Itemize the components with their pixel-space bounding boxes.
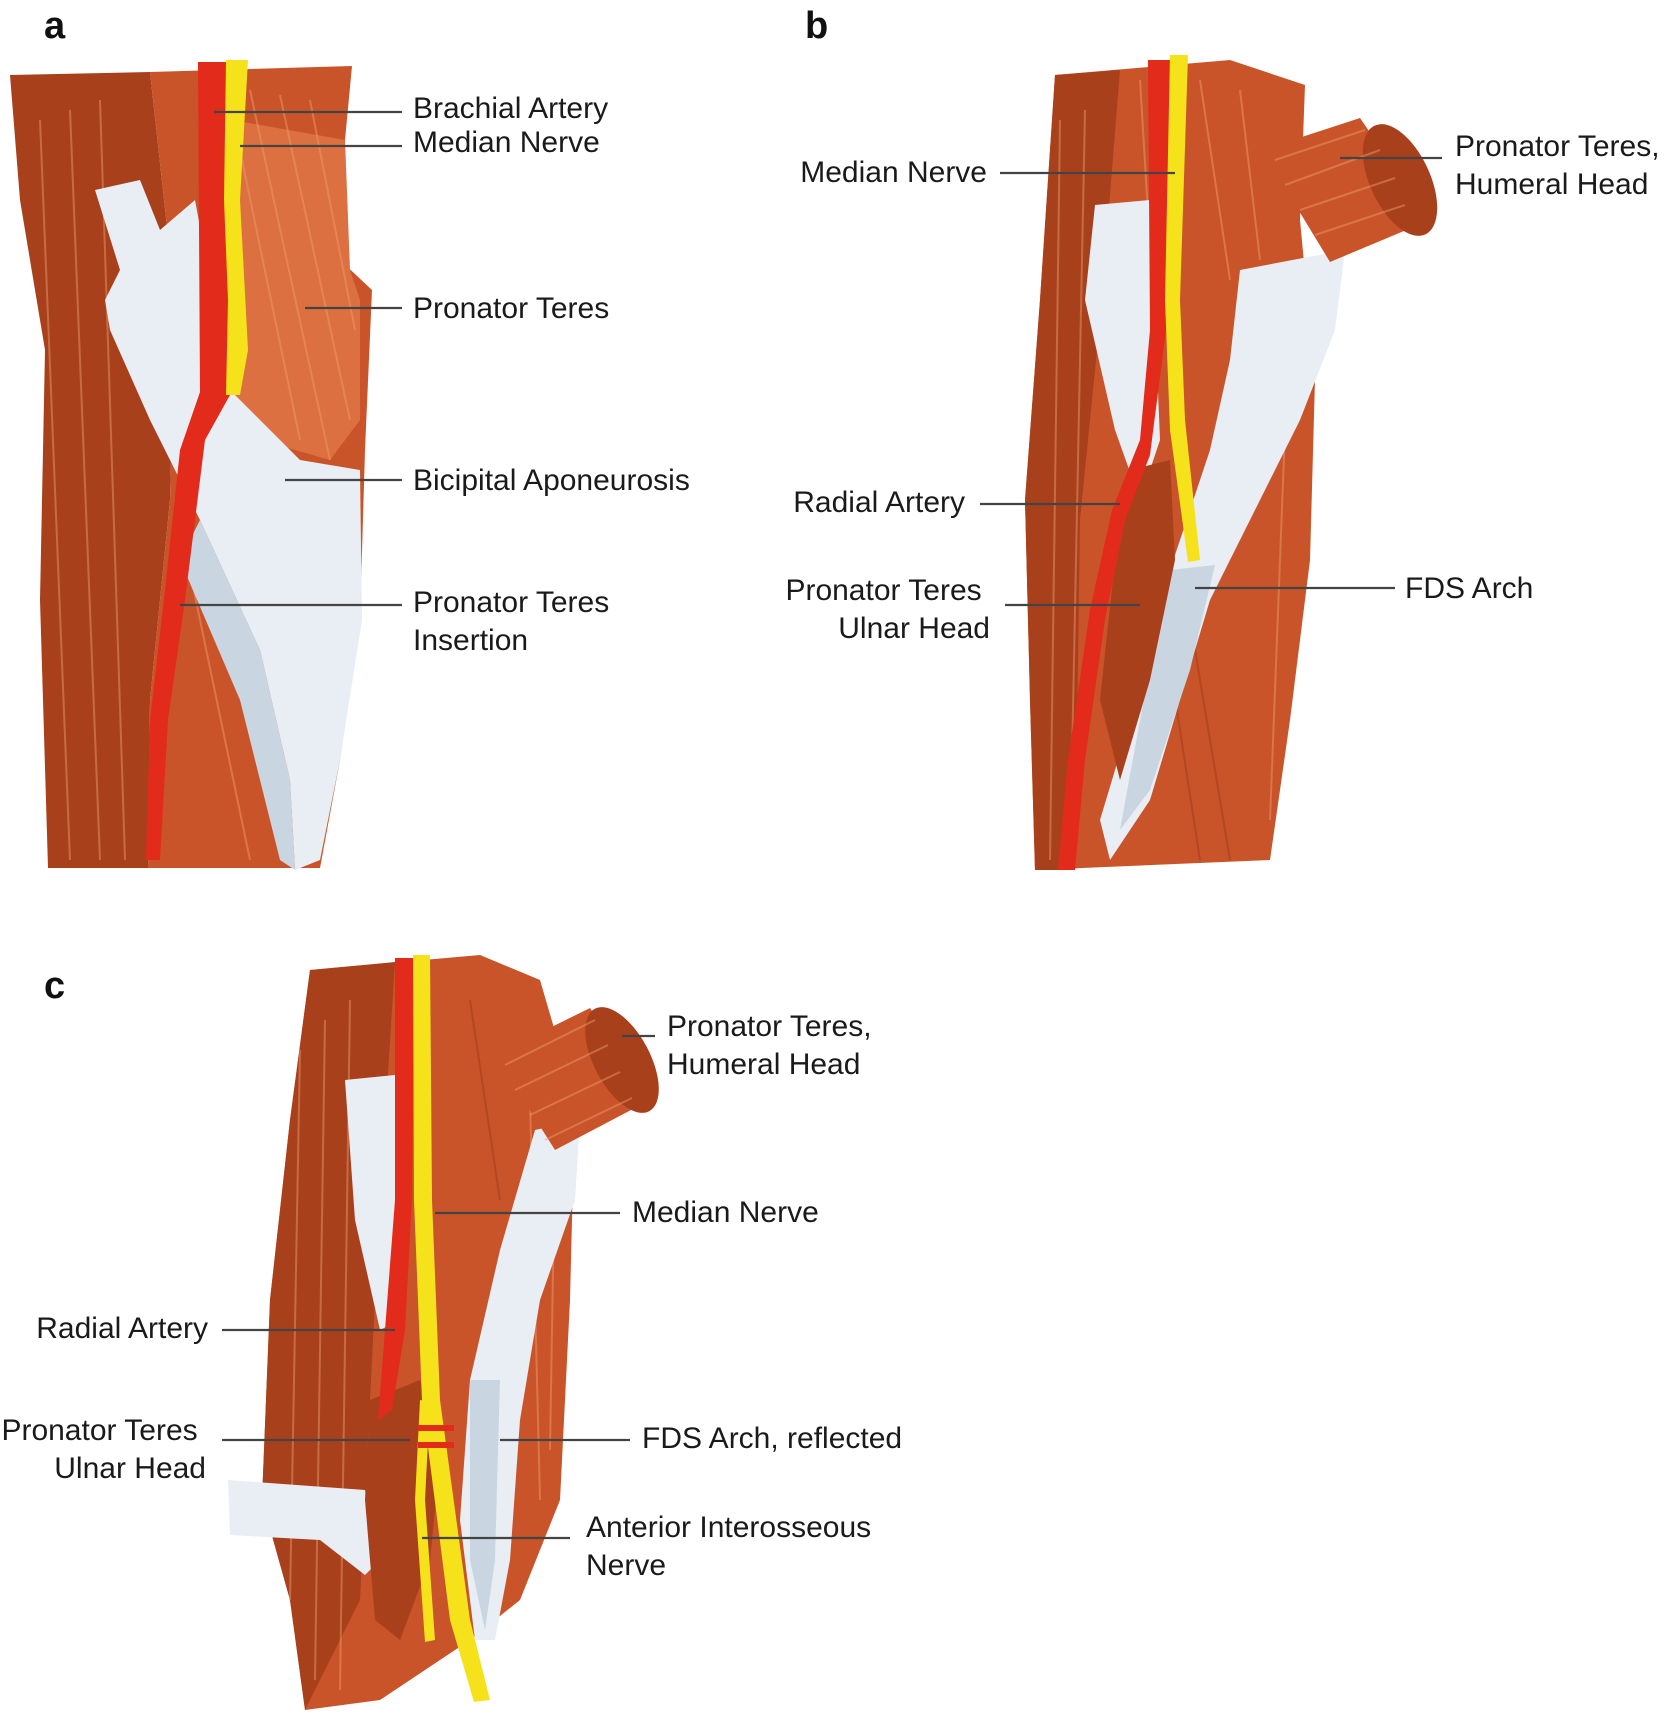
panel-b: b xyxy=(785,5,1668,870)
label-c-pronator-teres-ulnar-head: Pronator Teres Ulnar Head xyxy=(1,1414,206,1485)
median-nerve xyxy=(224,60,248,395)
pronator-teres-muscle xyxy=(225,120,360,460)
label-a-bicipital-aponeurosis: Bicipital Aponeurosis xyxy=(413,464,690,497)
label-c-fds-arch-reflected: FDS Arch, reflected xyxy=(642,1422,902,1455)
label-a-brachial-artery: Brachial Artery xyxy=(413,92,608,125)
artery-branches-c xyxy=(418,1425,454,1448)
label-b-median-nerve: Median Nerve xyxy=(800,156,987,189)
fds-arch-shade xyxy=(1120,565,1215,830)
panel-c: c xyxy=(1,955,902,1710)
panel-letter-a: a xyxy=(44,5,66,47)
humeral-head-cut-b xyxy=(1362,124,1438,236)
label-c-pronator-teres-humeral-head: Pronator Teres, Humeral Head xyxy=(667,1010,880,1081)
label-b-pronator-teres-humeral-head: Pronator Teres, Humeral Head xyxy=(1455,130,1668,201)
aponeurosis-shade xyxy=(180,520,295,870)
panel-letter-b: b xyxy=(805,5,828,47)
label-c-anterior-interosseous-nerve: Anterior Interosseous Nerve xyxy=(586,1511,880,1582)
tendon-sheet-c xyxy=(345,1075,400,1330)
label-a-median-nerve: Median Nerve xyxy=(413,126,600,159)
panel-letter-c: c xyxy=(44,965,65,1007)
label-b-radial-artery: Radial Artery xyxy=(793,486,965,519)
fds-arch-reflected-shade xyxy=(470,1380,500,1630)
panel-b-leaders xyxy=(980,156,1442,607)
pronator-teres-humeral-head-b xyxy=(1262,118,1430,262)
panel-a-leaders xyxy=(180,110,402,607)
humeral-head-cut-c xyxy=(585,1007,659,1113)
panel-c-leaders xyxy=(222,1034,655,1540)
panel-a: a xyxy=(10,5,690,870)
label-a-pronator-teres-insertion: Pronator Teres Insertion xyxy=(413,586,618,657)
humeral-head-fibers-c xyxy=(504,1019,633,1141)
label-a-pronator-teres: Pronator Teres xyxy=(413,292,609,325)
tendon-sheet-b xyxy=(1085,200,1160,500)
label-b-fds-arch: FDS Arch xyxy=(1405,572,1533,605)
anterior-interosseous-nerve xyxy=(415,1400,435,1642)
artery-b xyxy=(1058,60,1170,870)
humeral-head-fibers-b xyxy=(1274,129,1406,236)
panel-b-illustration xyxy=(1025,55,1438,870)
radial-artery-c xyxy=(378,958,415,1420)
median-nerve-b xyxy=(1165,55,1200,562)
median-nerve-c xyxy=(413,955,490,1702)
reflected-tendon-lower-left xyxy=(228,1480,380,1575)
bicipital-aponeurosis xyxy=(95,180,362,870)
brachial-artery xyxy=(146,62,230,860)
panel-a-illustration xyxy=(10,60,372,870)
panel-c-illustration xyxy=(228,955,659,1710)
label-c-radial-artery: Radial Artery xyxy=(36,1312,208,1345)
label-b-pronator-teres-ulnar-head: Pronator Teres Ulnar Head xyxy=(785,574,990,645)
label-c-median-nerve: Median Nerve xyxy=(632,1196,819,1229)
